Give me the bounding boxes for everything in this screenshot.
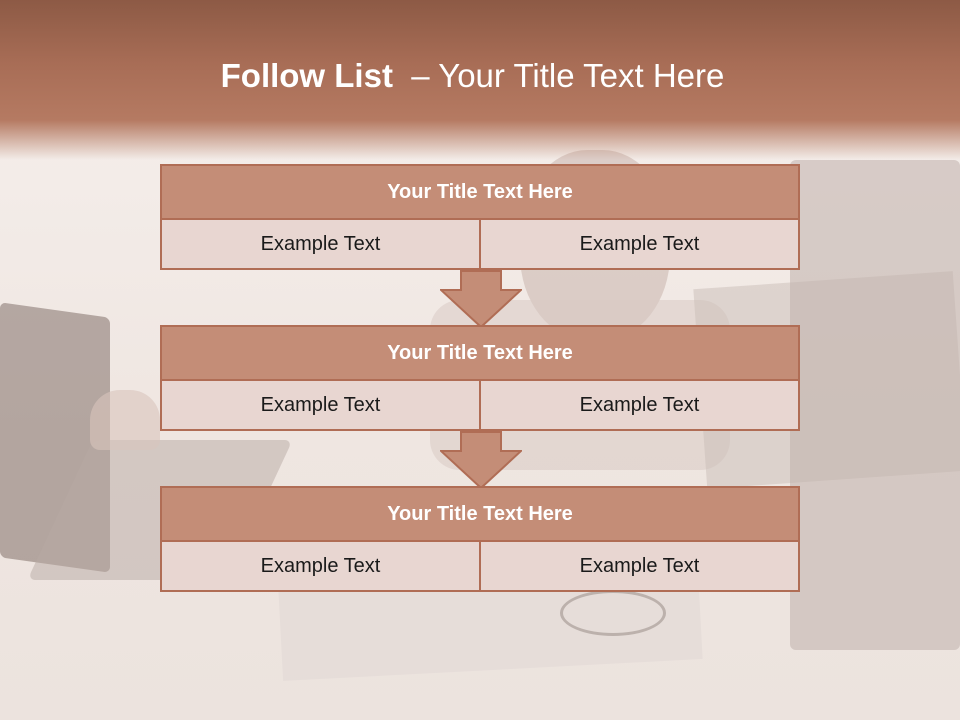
stage-1: Your Title Text Here Example Text Exampl… [160,164,800,270]
stage-row: Example Text Example Text [160,542,800,592]
stage-3: Your Title Text Here Example Text Exampl… [160,486,800,592]
slide-title-rest: – Your Title Text Here [392,57,725,94]
stage-cell-left: Example Text [160,381,481,431]
slide-title: Follow List – Your Title Text Here [0,56,945,96]
slide-title-bold: Follow List [220,57,393,94]
stage-cell-right: Example Text [481,220,800,270]
down-arrow-icon [440,431,522,489]
stage-cell-right: Example Text [481,381,800,431]
hand [90,390,160,450]
stage-cell-left: Example Text [160,220,481,270]
stage-title: Your Title Text Here [160,164,800,220]
header-band [0,0,960,160]
glasses [560,590,666,636]
binder-stack [790,160,960,650]
stage-title: Your Title Text Here [160,486,800,542]
stage-row: Example Text Example Text [160,220,800,270]
stage-cell-left: Example Text [160,542,481,592]
stage-title: Your Title Text Here [160,325,800,381]
stage-cell-right: Example Text [481,542,800,592]
stage-row: Example Text Example Text [160,381,800,431]
stage-2: Your Title Text Here Example Text Exampl… [160,325,800,431]
down-arrow-icon [440,270,522,328]
